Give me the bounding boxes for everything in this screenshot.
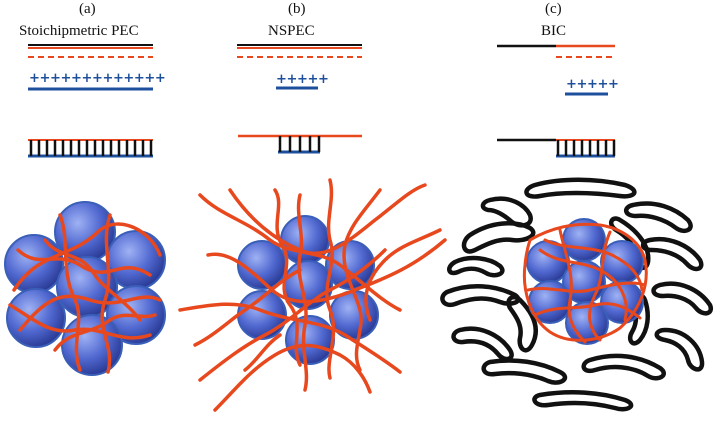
panel-b-letter: (b) [288,1,306,17]
panel-a-letter: (a) [79,1,96,17]
panel-b-chains [178,178,447,412]
panel-c-ladder-rungs [556,140,616,156]
panel-a-charges: +++++++++++++ [29,71,166,86]
panel-a-particle [4,201,166,376]
panel-a-ladder-rungs [29,140,153,156]
panel-b-schematic [237,44,362,154]
panel-a-chains [8,213,162,374]
sphere [61,314,123,376]
panel-b-particle [178,178,447,412]
panel-b-ladder-rungs [278,136,321,152]
panel-a-title: Stoichipmetric PEC [19,23,139,39]
sphere [6,288,66,348]
panel-c-title: BIC [541,23,567,39]
panel-b-title: NSPEC [268,23,315,39]
panel-a-schematic [28,44,153,158]
panel-c-schematic [497,44,616,158]
panel-b-charges: +++++ [276,72,329,87]
panel-c-letter: (c) [545,1,562,17]
panel-c-particle [440,177,714,412]
panel-c-charges: +++++ [566,77,619,92]
panel-c-corona [440,177,714,412]
sphere [4,234,64,294]
panel-c-chains [522,222,648,344]
